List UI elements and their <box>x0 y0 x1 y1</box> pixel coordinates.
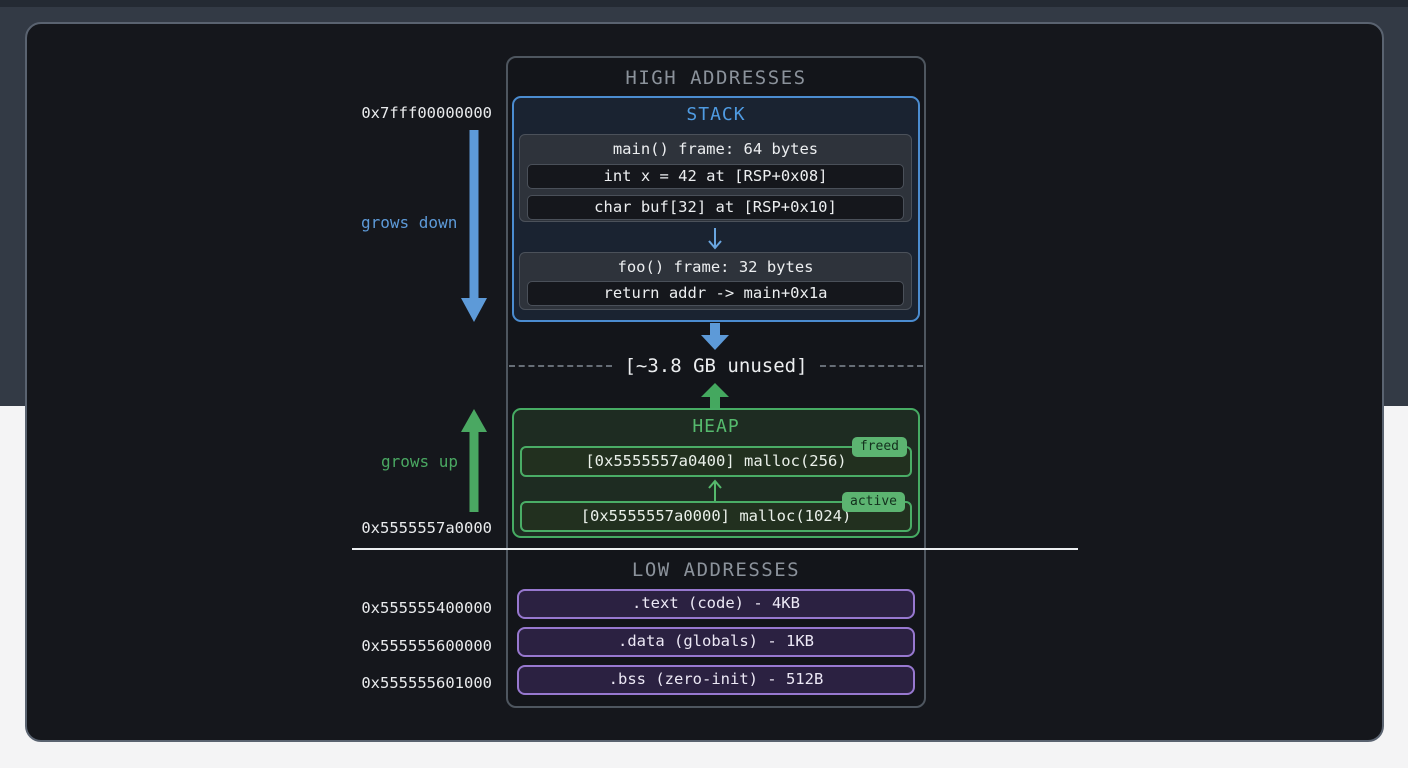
stack-frame-foo-label: foo() frame: 32 bytes <box>617 258 814 276</box>
dashed-line <box>819 365 923 367</box>
heap-region: HEAP freed [0x5555557a0400] malloc(256) … <box>512 408 920 538</box>
stack-grows-down-arrow-icon <box>461 130 487 322</box>
active-badge: active <box>842 492 905 512</box>
unused-gap-row: [~3.8 GB unused] <box>508 354 924 378</box>
stack-region: STACK main() frame: 64 bytes int x = 42 … <box>512 96 920 322</box>
dashed-line <box>509 365 613 367</box>
window-top-edge <box>0 0 1408 7</box>
heap-base-address: 0x5555557a0000 <box>361 519 492 537</box>
data-segment-address: 0x555555600000 <box>361 637 492 655</box>
heap-growth-arrow-icon <box>701 383 729 409</box>
stack-title: STACK <box>686 104 746 125</box>
freed-badge: freed <box>851 437 907 457</box>
stack-frame-main: main() frame: 64 bytes int x = 42 at [RS… <box>519 134 912 222</box>
heap-title: HEAP <box>692 416 740 437</box>
stack-growth-arrow-icon <box>701 323 729 350</box>
heap-next-chunk-arrow-icon <box>708 479 722 501</box>
frame-call-arrow-icon <box>708 228 722 250</box>
stack-frame-main-label: main() frame: 64 bytes <box>612 140 819 158</box>
unused-gap-label: [~3.8 GB unused] <box>624 355 808 377</box>
grows-down-label: grows down <box>361 213 458 232</box>
stack-return-addr-row: return addr -> main+0x1a <box>527 281 904 306</box>
bss-segment-address: 0x555555601000 <box>361 674 492 692</box>
stack-top-address: 0x7fff00000000 <box>361 104 492 122</box>
stack-variable-row: int x = 42 at [RSP+0x08] <box>527 164 904 189</box>
heap-low-separator-line <box>352 548 1078 550</box>
bss-segment-row: .bss (zero-init) - 512B <box>517 665 915 695</box>
data-segment-row: .data (globals) - 1KB <box>517 627 915 657</box>
grows-up-label: grows up <box>381 452 459 471</box>
text-segment-row: .text (code) - 4KB <box>517 589 915 619</box>
stack-variable-row: char buf[32] at [RSP+0x10] <box>527 195 904 220</box>
low-addresses-heading: LOW ADDRESSES <box>631 559 801 581</box>
text-segment-address: 0x555555400000 <box>361 599 492 617</box>
stack-frame-foo: foo() frame: 32 bytes return addr -> mai… <box>519 252 912 310</box>
high-addresses-heading: HIGH ADDRESSES <box>625 67 807 89</box>
memory-map-container: HIGH ADDRESSES STACK main() frame: 64 by… <box>506 56 926 708</box>
heap-grows-up-arrow-icon <box>461 409 487 512</box>
heap-allocation-row: [0x5555557a0400] malloc(256) <box>520 446 912 477</box>
